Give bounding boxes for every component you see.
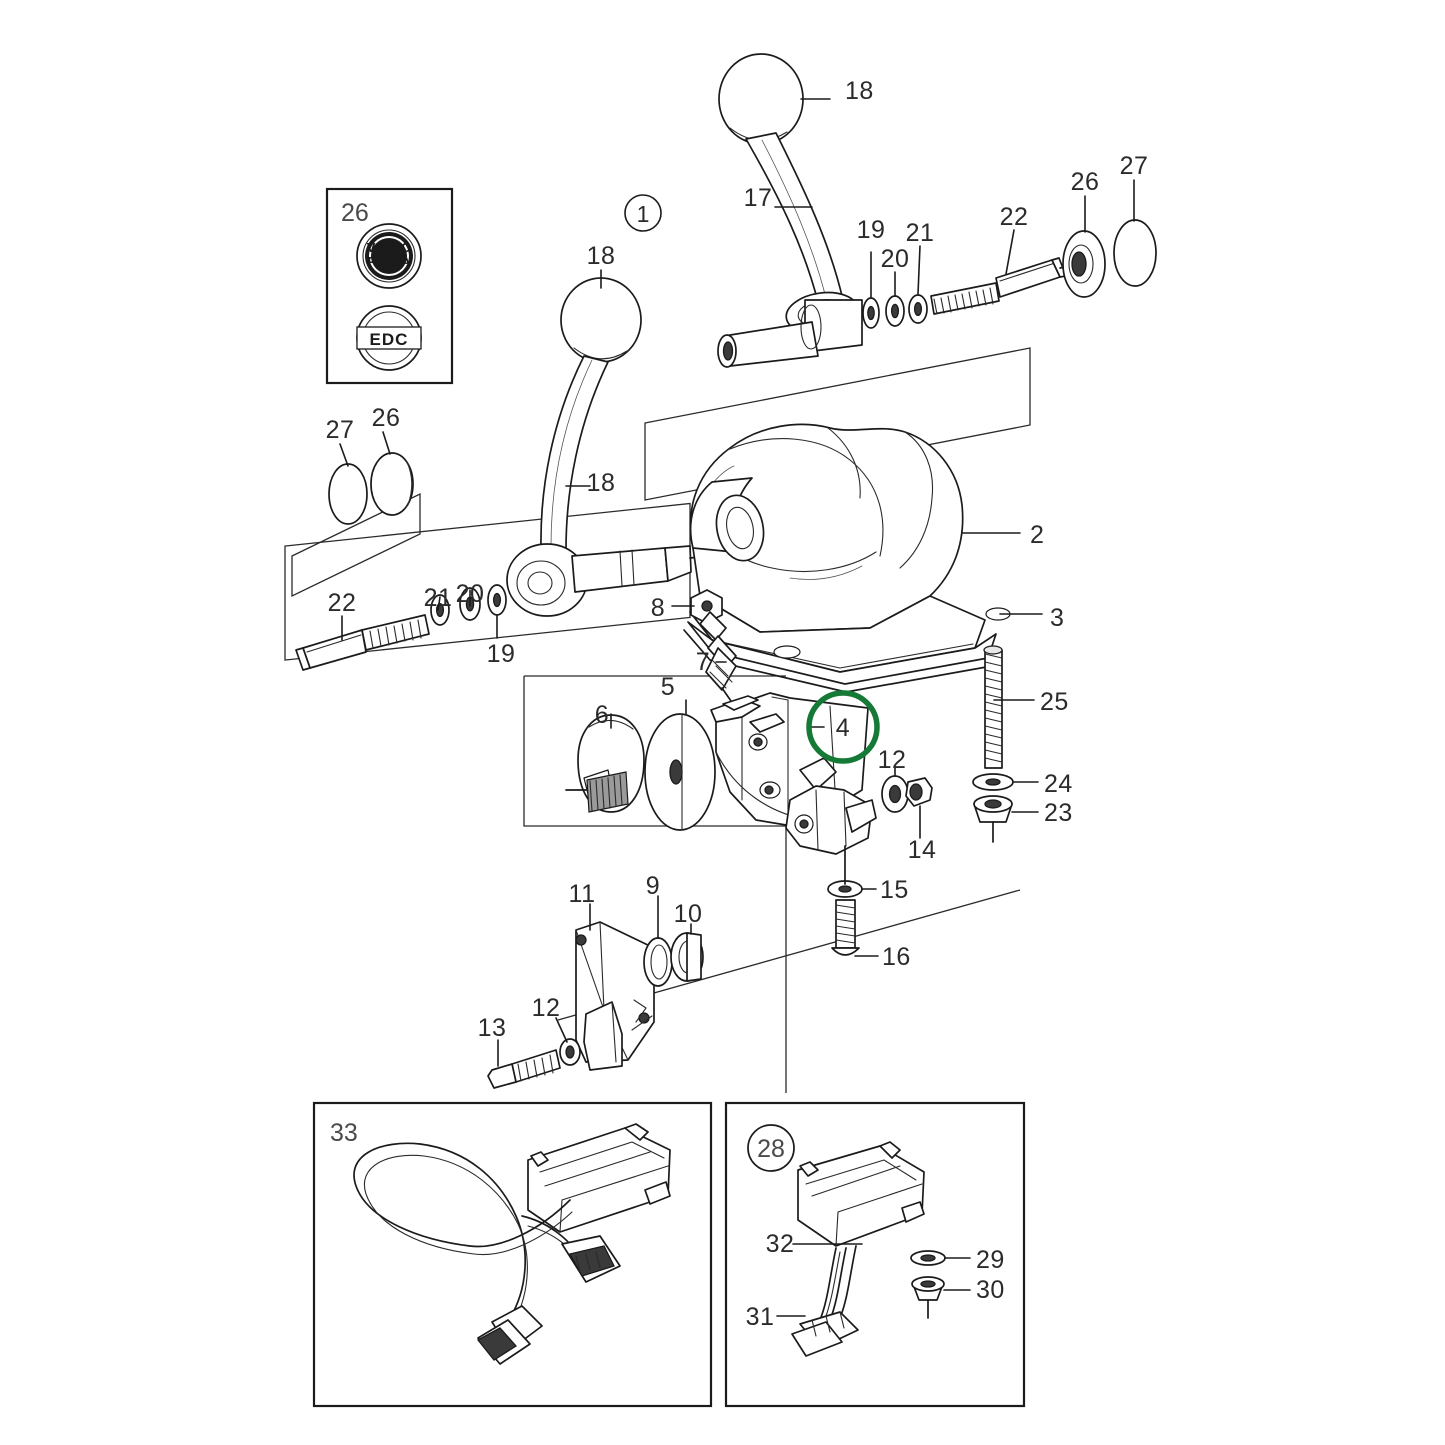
assembly-bracket-upper	[644, 347, 1031, 501]
callout-25: 25	[1040, 688, 1069, 716]
callout-22-lower: 22	[328, 589, 357, 617]
callout-24: 24	[1044, 770, 1073, 798]
callout-20-upper: 20	[881, 245, 910, 273]
housing-dome	[689, 423, 964, 633]
inset-box-26	[325, 187, 454, 385]
circle-marker-28	[747, 1124, 795, 1172]
lower-lever-assembly	[295, 277, 741, 671]
callout-12-upper: 12	[878, 746, 907, 774]
hex-bolt-13	[487, 1049, 561, 1089]
callout-13: 13	[478, 1014, 507, 1042]
cover-cap-27-upper	[1113, 219, 1157, 287]
callout-21-lower: 21	[424, 584, 453, 612]
callout-22-upper: 22	[1000, 203, 1029, 231]
wire-lead-32	[819, 1245, 857, 1321]
callout-9: 9	[646, 872, 660, 900]
callout-20-lower: 20	[456, 580, 485, 608]
callout-27-lower: 27	[326, 416, 355, 444]
volvo-logo-text-primary: VOLVO	[367, 240, 412, 255]
callout-4-highlighted: 4	[836, 714, 850, 742]
bracket-disc-plate	[565, 692, 877, 855]
callout-1-circled: 1	[637, 201, 650, 227]
inset-box-33	[312, 1101, 713, 1408]
callout-5: 5	[661, 673, 675, 701]
bushing-10	[670, 932, 704, 982]
callout-18-lower-arm: 18	[587, 469, 616, 497]
hardware-12-14-15-16	[827, 765, 933, 957]
callout-7: 7	[696, 648, 710, 676]
pan-head-screw-16	[831, 899, 860, 956]
callout-32: 32	[766, 1230, 795, 1258]
long-screw-25	[983, 645, 1003, 769]
position-sensor-11	[575, 921, 655, 1071]
stud-bolt-22-upper	[930, 257, 1080, 315]
friction-disc-5	[644, 713, 716, 831]
callout-19-upper: 19	[857, 216, 886, 244]
leader-lines	[339, 98, 1135, 641]
friction-plate-6	[565, 714, 645, 813]
emblem-cap-26-upper	[1062, 230, 1106, 298]
callout-29: 29	[976, 1246, 1005, 1274]
emblem-cap-26-lower	[370, 452, 414, 516]
callout-8: 8	[651, 594, 665, 622]
callout-15: 15	[880, 876, 909, 904]
callout-18-lower-knob: 18	[587, 242, 616, 270]
highlight-ring-item-4	[806, 690, 880, 764]
callout-3: 3	[1050, 604, 1064, 632]
inset-box-26-number: 26	[341, 199, 369, 227]
callout-23: 23	[1044, 799, 1073, 827]
callout-6: 6	[595, 701, 609, 729]
callout-10: 10	[674, 900, 703, 928]
grommet-nut-30	[911, 1276, 945, 1319]
clamp-and-screw	[671, 589, 741, 715]
screw-stack-25-24-23	[972, 645, 1039, 843]
inset-box-28	[724, 1101, 1026, 1408]
callout-27-upper: 27	[1120, 152, 1149, 180]
sensor-assembly	[487, 895, 704, 1089]
callout-11: 11	[569, 880, 596, 908]
callout-16: 16	[882, 943, 911, 971]
nut-23	[973, 795, 1013, 843]
inset-box-33-number: 33	[330, 1119, 358, 1147]
callout-26-lower: 26	[372, 404, 401, 432]
control-housing	[683, 423, 1043, 693]
callout-17: 17	[744, 184, 773, 212]
lever-bracket-4	[710, 692, 877, 855]
callout-19-lower: 19	[487, 640, 516, 668]
stud-bolt-22-lower	[295, 614, 430, 671]
gasket-3	[687, 621, 997, 685]
coil-spring-6	[586, 771, 629, 813]
volvo-logo-text-secondary: PENTA	[367, 254, 411, 269]
callout-26-upper: 26	[1071, 168, 1100, 196]
callout-18-upper-knob: 18	[845, 77, 874, 105]
callout-31: 31	[746, 1303, 775, 1331]
assembly-bracket-lower	[523, 675, 787, 1093]
edc-logo-badge-text: EDC	[370, 330, 409, 349]
callout-21-upper: 21	[906, 219, 935, 247]
callout-14: 14	[908, 836, 937, 864]
upper-lever-assembly	[717, 53, 1157, 368]
callout-2: 2	[1030, 521, 1044, 549]
inset-box-28-number: 28	[757, 1135, 785, 1163]
callout-30: 30	[976, 1276, 1005, 1304]
callout-12-lower: 12	[532, 994, 561, 1022]
